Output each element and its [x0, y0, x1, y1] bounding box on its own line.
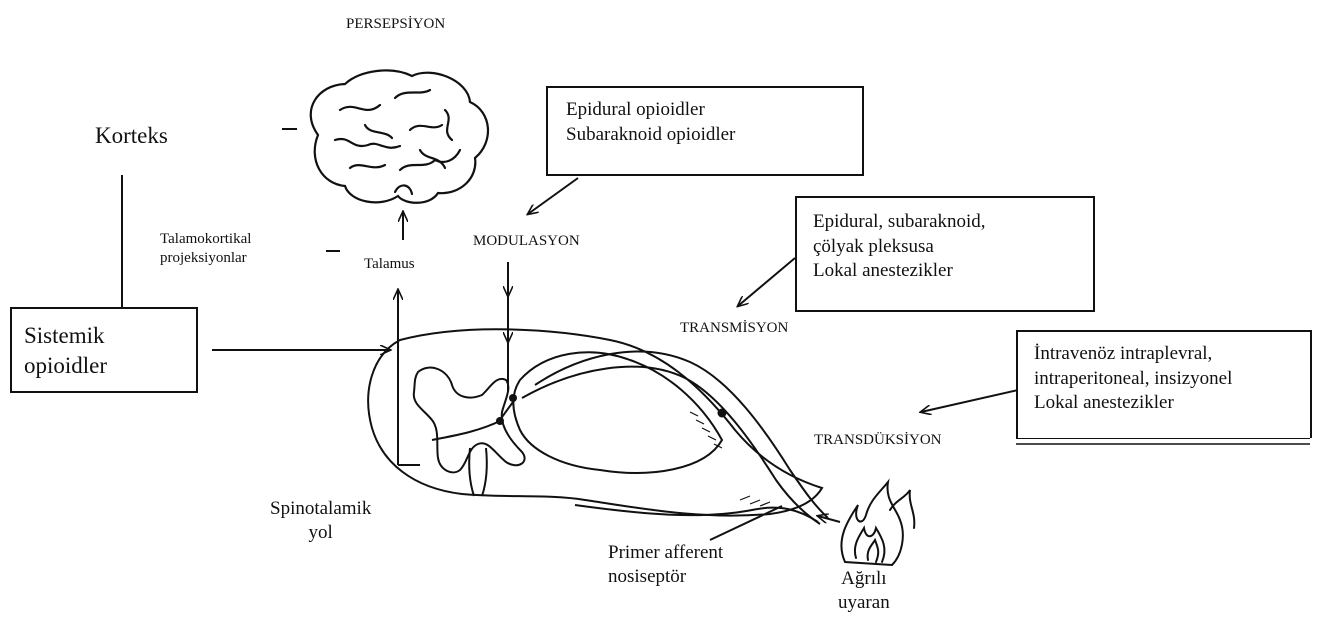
box-modulation-line1: Epidural opioidler [566, 98, 862, 123]
synapse-dot-upper [509, 394, 517, 402]
transmission-box-arrow [738, 258, 795, 306]
box-systemic-line2: opioidler [24, 351, 196, 381]
box-transduction-line2: intraperitoneal, insizyonel [1034, 367, 1310, 392]
dorsal-root-ganglion-dot [718, 409, 727, 418]
spinal-cord-cross-section [368, 329, 828, 524]
stage-label-modulation: MODULASYON [473, 232, 580, 251]
afferent-input-arrow [818, 516, 840, 522]
brain-icon [311, 70, 488, 202]
label-spinothalamic: Spinotalamik yol [270, 497, 371, 545]
box-transmission-line3: Lokal anestezikler [813, 259, 1093, 284]
label-painful-stimulus-line2: uyaran [838, 591, 890, 615]
label-painful-stimulus-line1: Ağrılı [838, 567, 890, 591]
box-transmission-drugs: Epidural, subaraknoid, çölyak pleksusa L… [795, 196, 1095, 312]
label-primary-afferent: Primer afferent nosiseptör [608, 541, 723, 589]
flame-icon [841, 482, 914, 565]
box-transduction-drugs: İntravenöz intraplevral, intraperitoneal… [1016, 330, 1312, 438]
label-thalamocortical-line1: Talamokortikal [160, 230, 251, 249]
box-systemic-line1: Sistemik [24, 321, 196, 351]
label-painful-stimulus: Ağrılı uyaran [838, 567, 890, 615]
label-spinothalamic-line2: yol [270, 521, 371, 545]
synapse-dot-lower [496, 417, 504, 425]
stage-label-transmission: TRANSMİSYON [680, 319, 788, 338]
box-transduction-line1: İntravenöz intraplevral, [1034, 342, 1310, 367]
label-primary-afferent-line1: Primer afferent [608, 541, 723, 565]
stage-label-perception: PERSEPSİYON [346, 15, 445, 34]
box-systemic-opioids: Sistemik opioidler [10, 307, 198, 393]
label-thalamocortical-line2: projeksiyonlar [160, 249, 251, 268]
box-transduction-line3: Lokal anestezikler [1034, 391, 1310, 416]
label-spinothalamic-line1: Spinotalamik [270, 497, 371, 521]
box-modulation-line2: Subaraknoid opioidler [566, 123, 862, 148]
box-transmission-line2: çölyak pleksusa [813, 235, 1093, 260]
stage-label-transduction: TRANSDÜKSİYON [814, 431, 942, 450]
label-thalamus: Talamus [364, 255, 415, 274]
transduction-box-arrow [921, 390, 1018, 412]
label-cortex: Korteks [95, 122, 168, 151]
box-transmission-line1: Epidural, subaraknoid, [813, 210, 1093, 235]
label-primary-afferent-line2: nosiseptör [608, 565, 723, 589]
label-thalamocortical: Talamokortikal projeksiyonlar [160, 230, 251, 268]
modulation-box-arrow [528, 178, 578, 214]
box-modulation-drugs: Epidural opioidler Subaraknoid opioidler [546, 86, 864, 176]
